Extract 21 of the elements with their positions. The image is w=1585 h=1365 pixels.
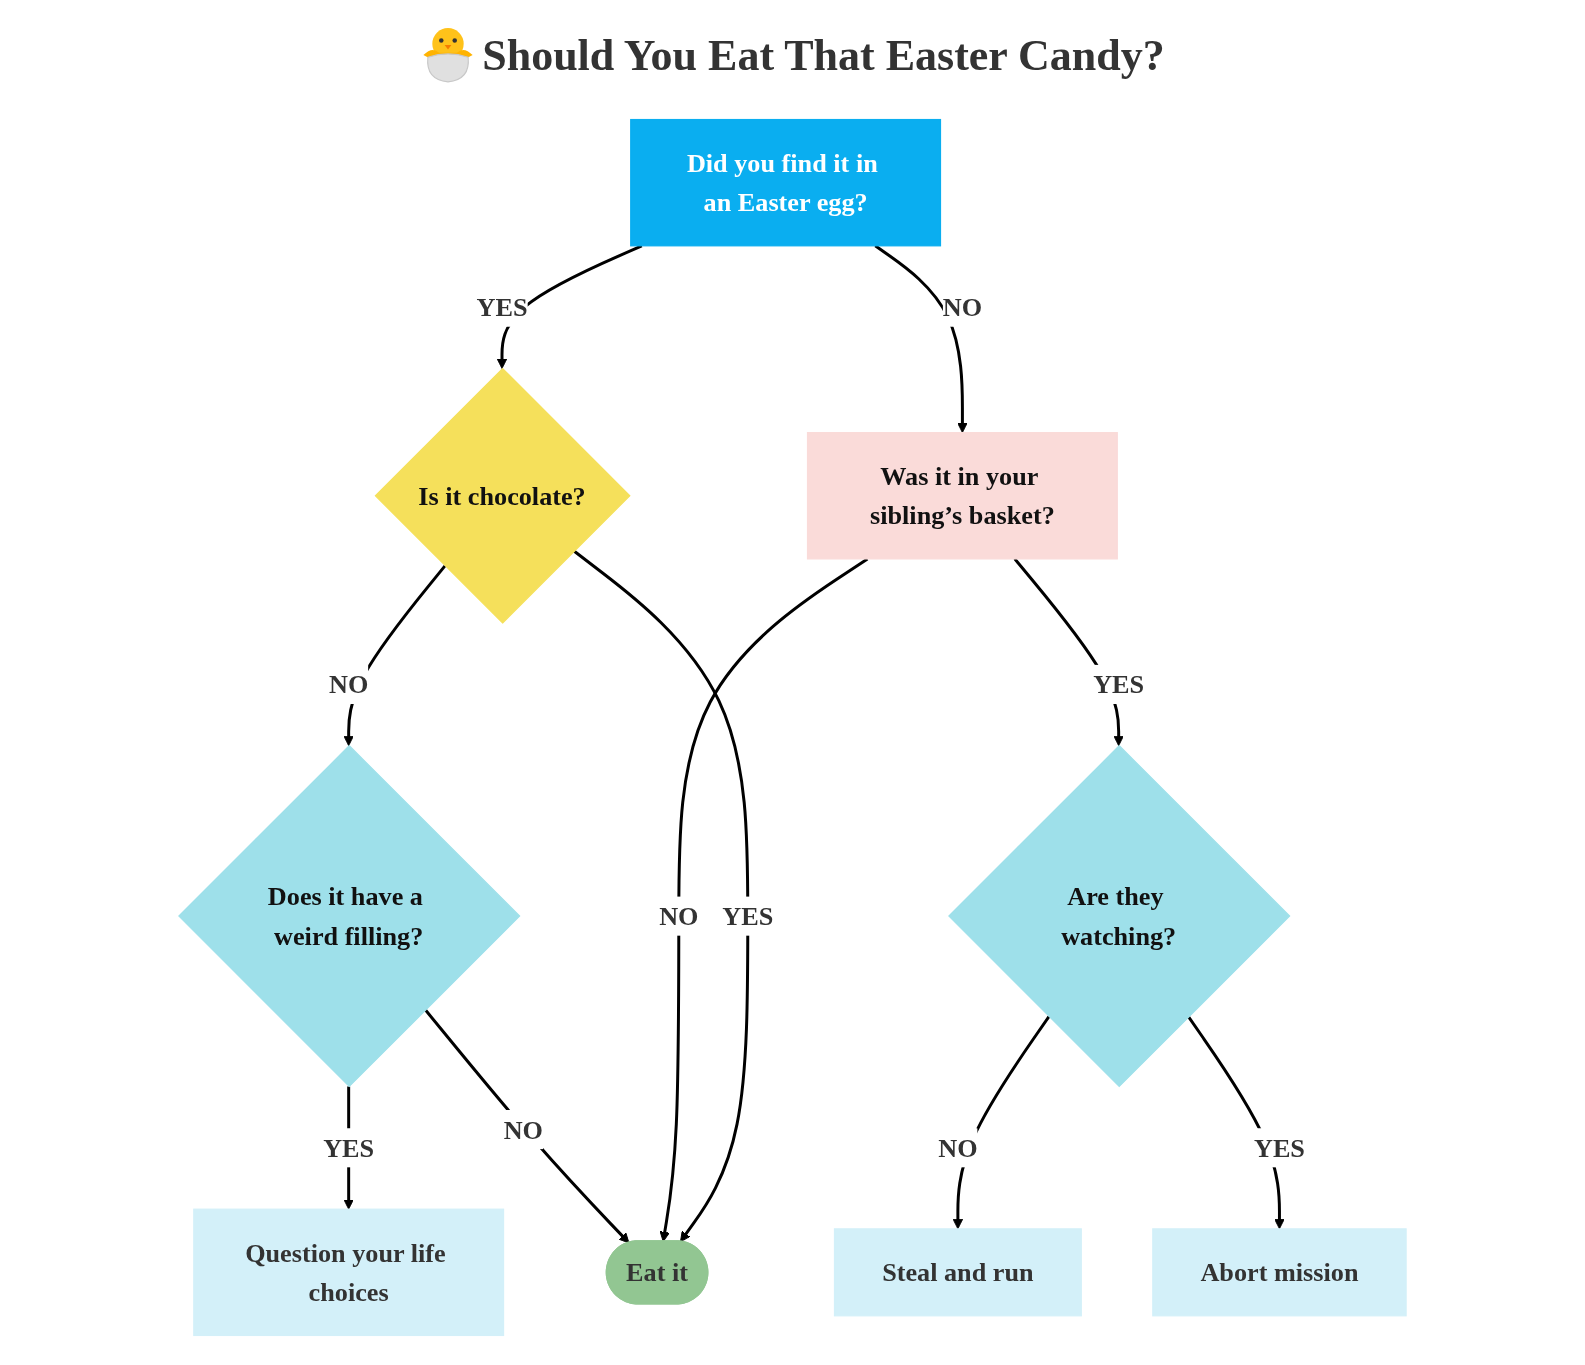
title: Should You Eat That Easter Candy? <box>482 29 1165 81</box>
terminal-pill: Eat it <box>605 1240 709 1305</box>
arrow <box>874 244 968 434</box>
process-box: Did you find it in an Easter egg? <box>630 118 942 247</box>
edge-label: NO <box>503 1110 543 1150</box>
edge-label: NO <box>329 664 369 704</box>
process-box: Question your life choices <box>193 1208 505 1337</box>
edge-label: YES <box>722 896 774 936</box>
process-box: Was it in your sibling’s basket? <box>806 432 1118 560</box>
process-box: Steal and run <box>833 1228 1082 1317</box>
edge-label: YES <box>323 1128 375 1168</box>
decision-diamond: Are they watching? <box>948 744 1291 1088</box>
process-box: Abort mission <box>1152 1228 1407 1317</box>
arrow <box>573 549 750 1243</box>
decision-diamond: Is it chocolate? <box>374 367 631 624</box>
edge-label: NO <box>938 1128 978 1168</box>
edge-label: YES <box>1093 664 1145 704</box>
arrow <box>659 557 869 1242</box>
edge-label: NO <box>659 896 699 936</box>
decision-diamond: Does it have a weird filling? <box>178 744 521 1088</box>
edge-label: YES <box>1253 1128 1305 1168</box>
